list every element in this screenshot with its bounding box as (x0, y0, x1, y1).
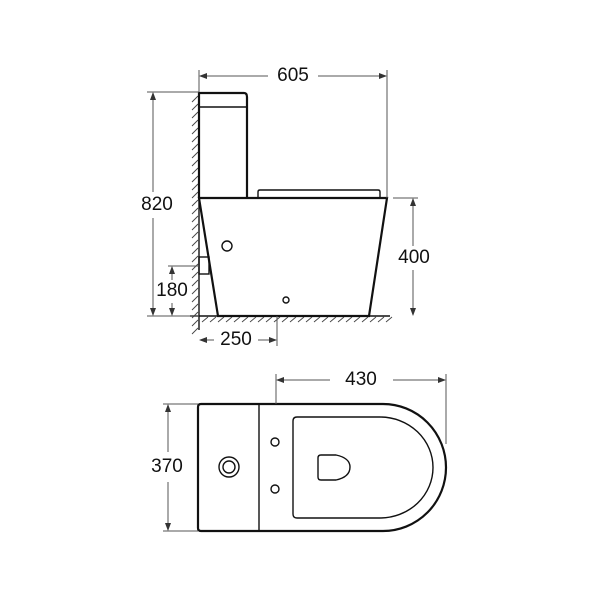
dimension-430: 430 (275, 369, 447, 444)
seat-grip (317, 454, 351, 481)
bowl-side (197, 196, 389, 318)
hatch-mark (191, 143, 199, 151)
toilet-outline-top (196, 402, 448, 533)
hatch-mark (249, 316, 257, 323)
dimension-label: 400 (398, 247, 430, 268)
hatch-mark (313, 316, 321, 323)
water-inlet-pipe (198, 256, 210, 275)
seat-hinge-hole (270, 437, 280, 447)
hatch-mark (191, 287, 199, 295)
flush-button-inner (222, 460, 236, 474)
hatch-mark (191, 103, 199, 111)
dimension-370: 370 (151, 403, 198, 532)
side-view (190, 91, 393, 335)
hatch-mark (385, 316, 393, 323)
dimension-label: 430 (345, 369, 377, 390)
hatch-mark (191, 127, 199, 135)
hatch-mark (361, 316, 369, 323)
hatch-mark (345, 316, 353, 323)
cistern-side (197, 91, 249, 198)
seat-hinge-hole (270, 484, 280, 494)
hatch-mark (377, 316, 385, 323)
dimension-label: 250 (220, 329, 252, 350)
hatch-mark (191, 279, 199, 287)
hatch-mark (265, 316, 273, 323)
hatch-mark (191, 151, 199, 159)
hatch-mark (191, 303, 199, 311)
hatch-mark (191, 95, 199, 103)
wall-hatch (191, 95, 199, 335)
hatch-mark (191, 215, 199, 223)
dimension-label: 370 (151, 456, 183, 477)
hatch-mark (191, 183, 199, 191)
dimension-label: 605 (277, 65, 309, 86)
hatch-mark (191, 175, 199, 183)
dimension-label: 180 (156, 280, 188, 301)
seat-lid-side (257, 189, 381, 198)
hatch-mark (191, 223, 199, 231)
floor-hatch (201, 316, 393, 323)
hatch-mark (191, 263, 199, 271)
dimension-400: 400 (393, 197, 430, 316)
hatch-mark (191, 199, 199, 207)
hatch-mark (191, 119, 199, 127)
hatch-mark (305, 316, 313, 323)
hatch-mark (191, 271, 199, 279)
hatch-mark (225, 316, 233, 323)
dimension-label: 820 (141, 194, 173, 215)
hatch-mark (191, 207, 199, 215)
hatch-mark (191, 167, 199, 175)
hatch-mark (257, 316, 265, 323)
dimension-605: 605 (198, 65, 388, 198)
hatch-mark (191, 111, 199, 119)
hatch-mark (191, 255, 199, 263)
hatch-mark (191, 135, 199, 143)
hatch-mark (191, 159, 199, 167)
hatch-mark (217, 316, 225, 323)
hatch-mark (233, 316, 241, 323)
hatch-mark (289, 316, 297, 323)
hatch-mark (321, 316, 329, 323)
hatch-mark (369, 316, 377, 323)
seat-outline-top (292, 416, 434, 519)
hatch-mark (191, 327, 199, 335)
flush-button-icon (218, 456, 240, 478)
hatch-mark (191, 311, 199, 319)
hatch-mark (337, 316, 345, 323)
hatch-mark (201, 316, 209, 323)
hatch-mark (241, 316, 249, 323)
top-view (196, 402, 448, 533)
hatch-mark (191, 319, 199, 327)
dimension-820: 820 (141, 91, 199, 317)
hatch-mark (353, 316, 361, 323)
hatch-mark (297, 316, 305, 323)
hatch-mark (281, 316, 289, 323)
hatch-mark (191, 239, 199, 247)
hatch-mark (191, 231, 199, 239)
hatch-mark (209, 316, 217, 323)
fixing-hole (282, 296, 290, 304)
dimension-250: 250 (199, 316, 278, 350)
hatch-mark (329, 316, 337, 323)
hatch-mark (191, 191, 199, 199)
hatch-mark (191, 247, 199, 255)
dimension-180: 180 (156, 265, 199, 316)
side-hole (221, 240, 233, 252)
hatch-mark (191, 295, 199, 303)
